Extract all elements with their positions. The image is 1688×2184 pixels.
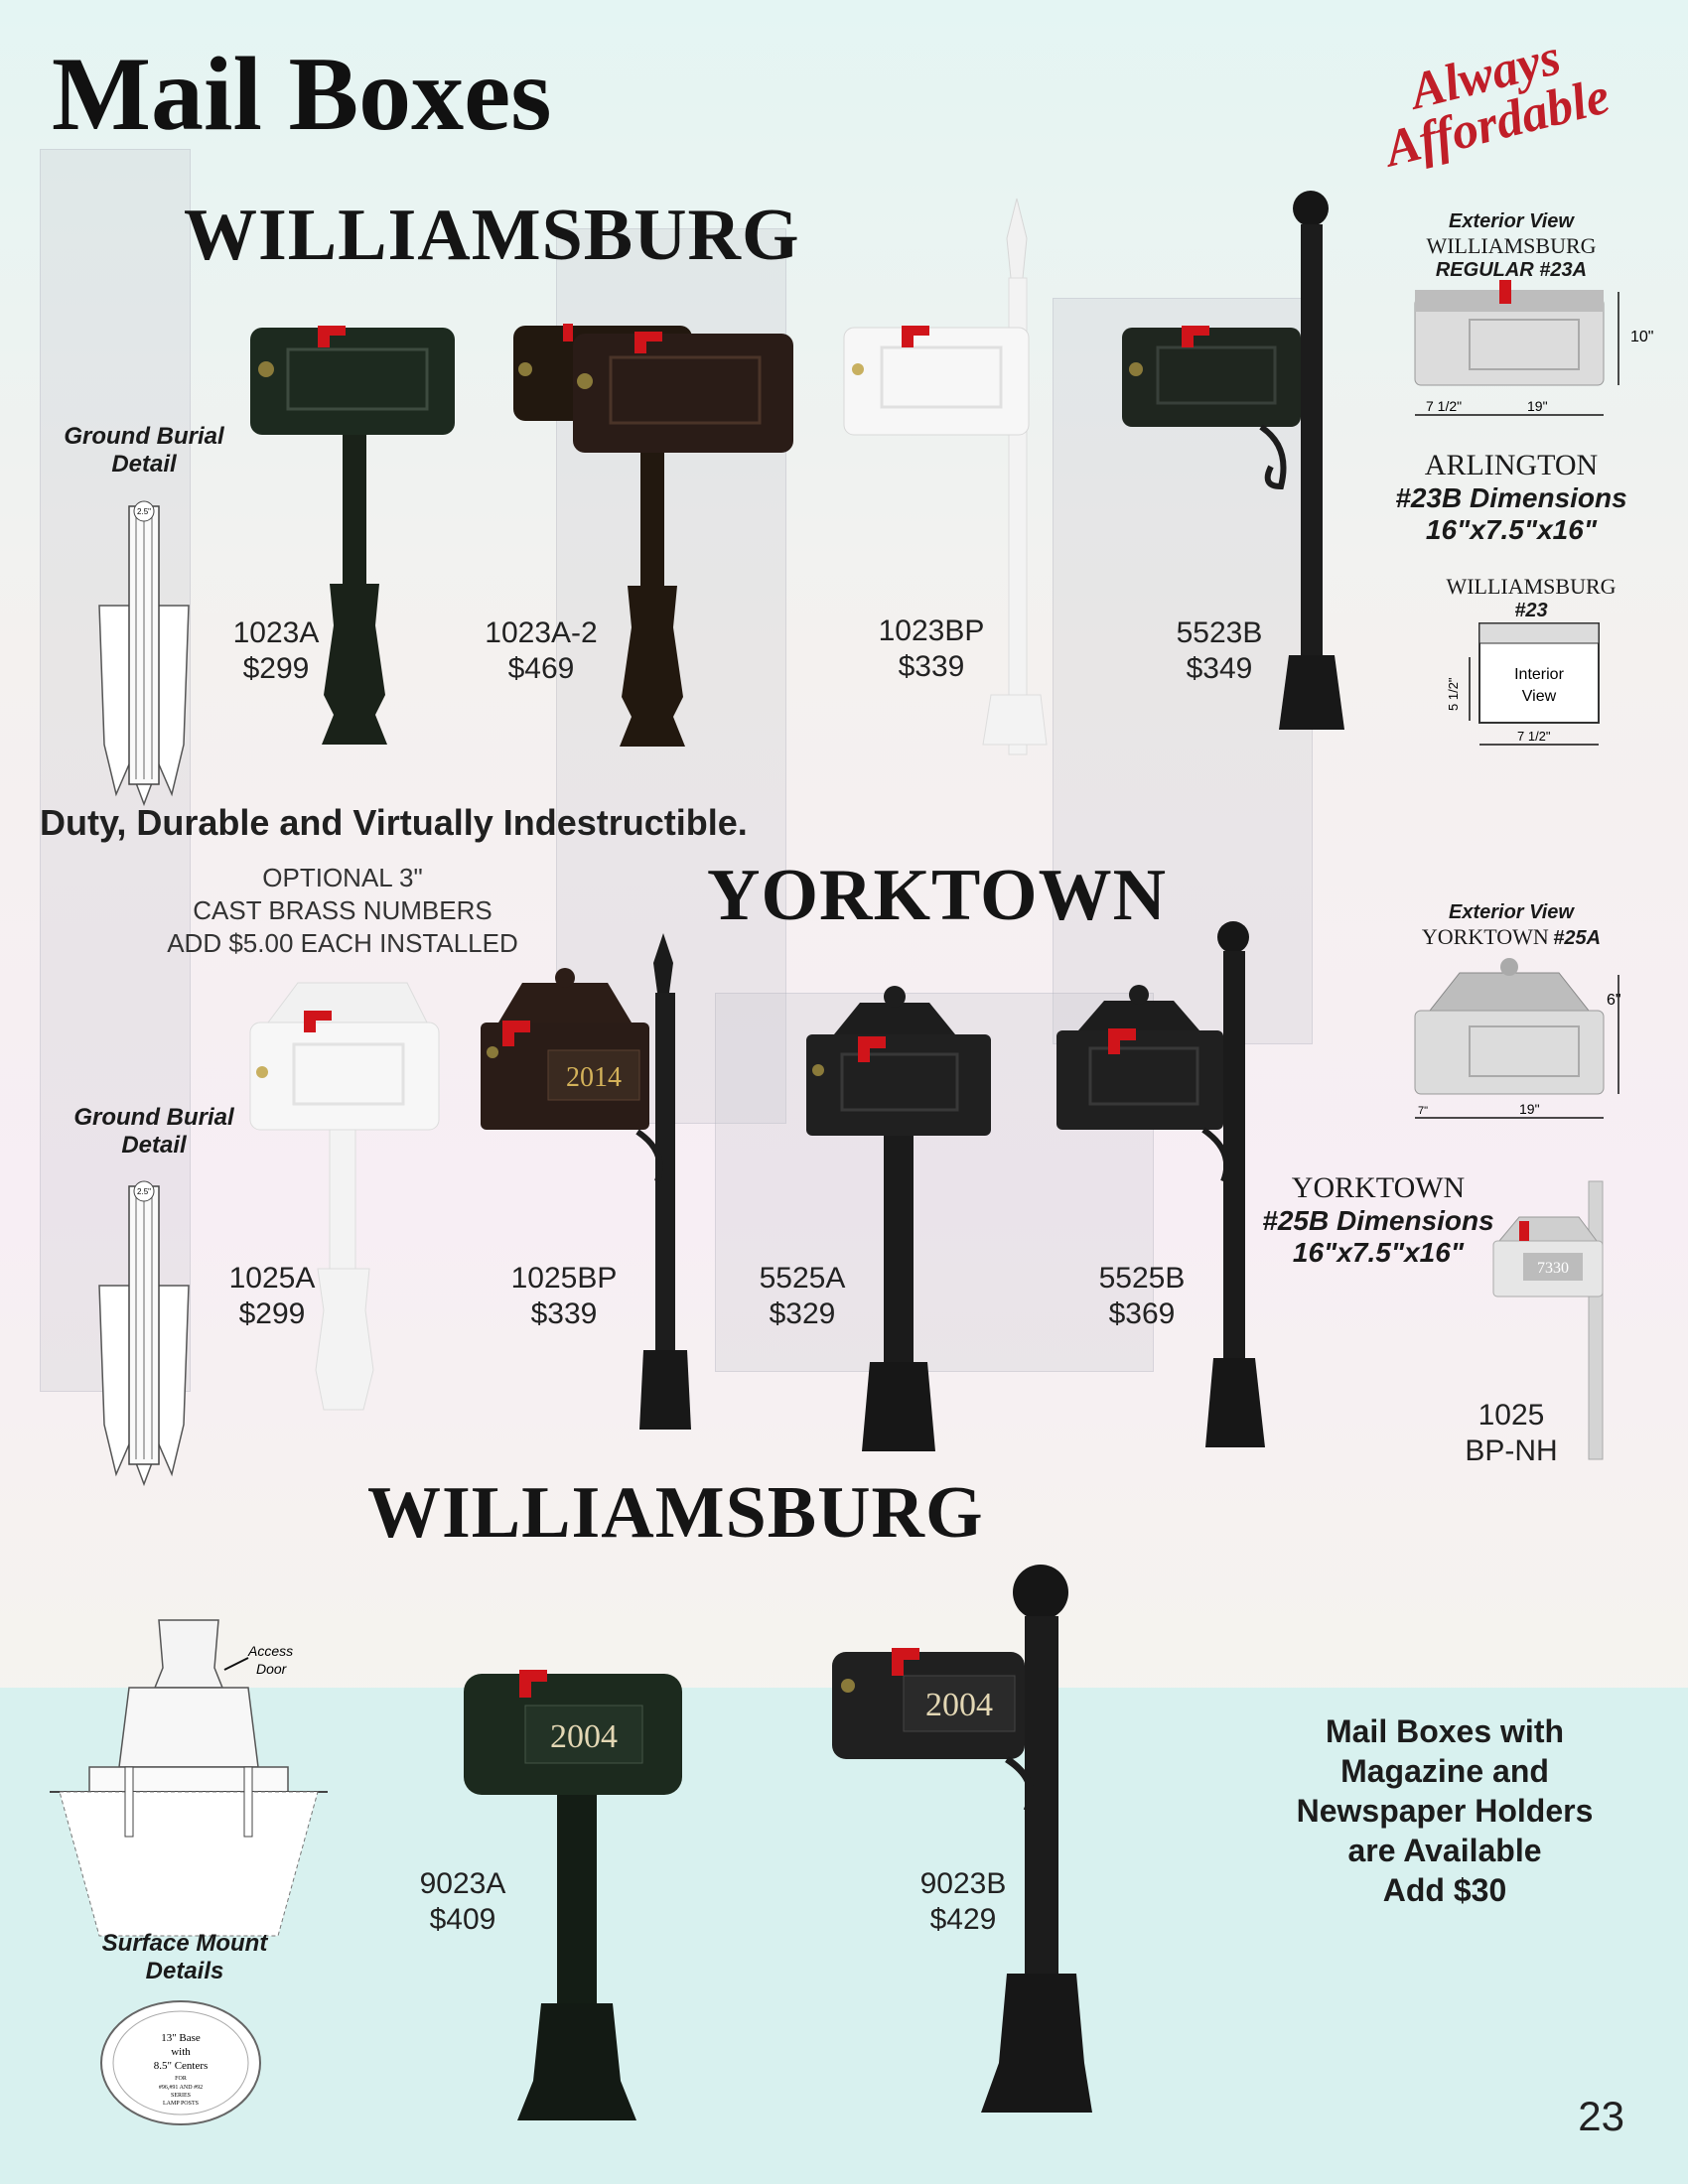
mailbox-1023a2-image (513, 324, 793, 747)
surface-mount-diagram: Access Door (50, 1619, 328, 1937)
house-number-side: 7330 (1537, 1260, 1569, 1277)
page-number: 23 (1578, 2093, 1624, 2139)
mailbox-1025bp-image: 2014 (481, 933, 691, 1430)
access-door-line2: Door (256, 1661, 288, 1677)
int-width-label: 7 1/2" (1517, 729, 1551, 744)
ext-w-depth-label: 7 1/2" (1426, 398, 1462, 414)
product-label-9023b: 9023B $429 (919, 1867, 1007, 1936)
base-note-line2: with (171, 2046, 191, 2058)
exterior-view-williamsburg-label: Exterior View WILLIAMSBURG REGULAR #23A (1426, 210, 1597, 281)
product-label-5523b: 5523B $349 (1176, 616, 1263, 685)
product-label-5525b: 5525B $369 (1098, 1262, 1186, 1330)
ground-burial-diagram-2: 2.5" (98, 1180, 190, 1487)
house-number-2014: 2014 (566, 1062, 622, 1093)
product-label-1025bpnh: 1025 BP-NH (1465, 1399, 1558, 1467)
int-height-label: 5 1/2" (1446, 677, 1461, 711)
mailbox-9023a-image: 2004 (464, 1670, 682, 2120)
section-title-yorktown: YORKTOWN (707, 855, 1168, 936)
mailbox-1023bp-image (843, 198, 1048, 755)
interior-label-line2: View (1522, 688, 1557, 705)
ground-burial-diagram: 2.5" (98, 500, 190, 807)
yorktown-b-dimensions-label: YORKTOWN #25B Dimensions 16"x7.5"x16" (1262, 1171, 1494, 1268)
mailbox-5523b-image (1122, 191, 1344, 730)
tagline: Always Affordable (1354, 20, 1628, 179)
slogan: Duty, Durable and Virtually Indestructib… (40, 802, 748, 843)
interior-view-diagram: Interior View 5 1/2" 7 1/2" (1446, 622, 1600, 746)
base-note-line4: FOR (175, 2076, 187, 2082)
surface-mount-label: Surface Mount Details (101, 1930, 268, 1984)
product-label-1025a: 1025A $299 (228, 1262, 316, 1330)
mailbox-1023a-image (250, 326, 455, 745)
product-label-1023a: 1023A $299 (232, 616, 320, 685)
burial-depth-label-2: 2.5" (137, 1187, 151, 1196)
base-note-badge: 13" Base with 8.5" Centers FOR #96,#91 A… (100, 2000, 261, 2125)
mailbox-1025a-image (249, 982, 440, 1411)
house-number-2004-b: 2004 (925, 1687, 993, 1723)
mailbox-9023b-image: 2004 (832, 1565, 1092, 2113)
exterior-view-yorktown-label: Exterior View YORKTOWN #25A (1421, 901, 1602, 949)
interior-view-williamsburg-label: WILLIAMSBURG #23 (1446, 574, 1617, 621)
exterior-view-yorktown-diagram: 6" 7" 19" (1414, 958, 1621, 1119)
availability-note: Mail Boxes with Magazine and Newspaper H… (1296, 1713, 1594, 1908)
ext-y-height-label: 6" (1607, 992, 1621, 1009)
mailbox-5525b-image (1056, 921, 1265, 1447)
base-note-line3: 8.5" Centers (154, 2060, 209, 2072)
base-note-line5: #96,#91 AND #92 (159, 2085, 203, 2091)
burial-depth-label: 2.5" (137, 507, 151, 516)
base-note-line7: LAMP POSTS (163, 2101, 199, 2107)
ground-burial-label-2: Ground Burial Detail (73, 1104, 234, 1159)
ext-y-depth-label: 7" (1418, 1105, 1428, 1117)
section-title-williamsburg-2: WILLIAMSBURG (367, 1472, 984, 1554)
section-title-williamsburg: WILLIAMSBURG (184, 195, 800, 276)
mailbox-1025bpnh-image: 7330 (1492, 1180, 1604, 1460)
base-note-line1: 13" Base (161, 2032, 201, 2044)
product-label-9023a: 9023A $409 (419, 1867, 506, 1936)
optional-numbers-note: OPTIONAL 3" CAST BRASS NUMBERS ADD $5.00… (167, 863, 518, 958)
ext-w-height-label: 10" (1630, 329, 1653, 345)
arlington-dimensions-label: ARLINGTON #23B Dimensions 16"x7.5"x16" (1395, 449, 1627, 545)
house-number-2004-a: 2004 (550, 1718, 618, 1755)
page-title: Mail Boxes (52, 36, 552, 152)
access-door-line1: Access (247, 1643, 293, 1659)
ground-burial-label: Ground Burial Detail (64, 423, 224, 478)
mailbox-5525a-image (806, 986, 991, 1451)
interior-label-line1: Interior (1514, 666, 1564, 683)
ext-y-width-label: 19" (1519, 1101, 1540, 1117)
product-label-1023bp: 1023BP $339 (878, 614, 985, 683)
product-label-5525a: 5525A $329 (759, 1262, 846, 1330)
product-label-1023a2: 1023A-2 $469 (485, 616, 598, 685)
base-note-line6: SERIES (171, 2093, 191, 2099)
ext-w-width-label: 19" (1527, 398, 1548, 414)
exterior-view-williamsburg-diagram: 10" 7 1/2" 19" (1414, 280, 1653, 416)
product-label-1025bp: 1025BP $339 (510, 1262, 618, 1330)
